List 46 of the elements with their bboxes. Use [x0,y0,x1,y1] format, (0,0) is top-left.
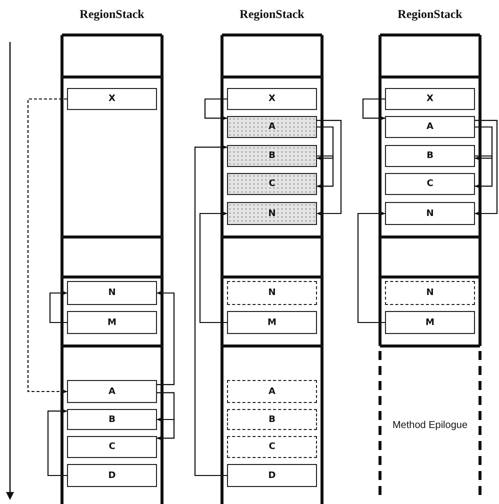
arrow [474,120,498,216]
frame-box: X [67,88,157,110]
arrow [156,418,175,440]
arrow [362,98,386,120]
frame-box: M [385,311,475,334]
arrow [49,290,68,324]
arrow [156,392,175,422]
dashed-frame-box: N [227,281,317,305]
arrow [316,126,334,160]
arrow [47,408,68,476]
frame-box: C [67,436,157,458]
shaded-frame-box: C [227,173,317,195]
frame-box: X [385,88,475,110]
frame-box: A [385,116,475,138]
frame-box: A [67,380,157,403]
arrow [316,120,342,216]
frame-box: M [67,311,157,334]
dashed-frame-box: N [385,281,475,305]
frame-box: N [67,281,157,305]
arrow [357,211,386,324]
arrow [204,98,228,120]
shaded-frame-box: B [227,145,317,167]
frame-box: B [67,409,157,430]
arrow [194,145,228,476]
frame-box: X [227,88,317,110]
arrow [156,290,175,386]
column-heading: RegionStack [78,7,146,22]
column-heading: RegionStack [396,7,464,22]
arrow [199,211,228,324]
frame-box: C [385,173,475,195]
dashed-arrow [27,98,68,394]
frame-box: N [385,202,475,225]
frame-box: M [227,311,317,334]
frame-box: D [67,464,157,487]
frame-box: D [227,464,317,487]
column-heading: RegionStack [238,7,306,22]
arrow [474,126,493,160]
shaded-frame-box: N [227,202,317,225]
arrow [316,155,334,188]
dashed-frame-box: C [227,436,317,458]
shaded-frame-box: A [227,116,317,138]
dashed-frame-box: B [227,409,317,430]
region-label: Method Epilogue [392,420,468,430]
dashed-frame-box: A [227,380,317,403]
arrow [474,155,493,188]
frame-box: B [385,145,475,167]
